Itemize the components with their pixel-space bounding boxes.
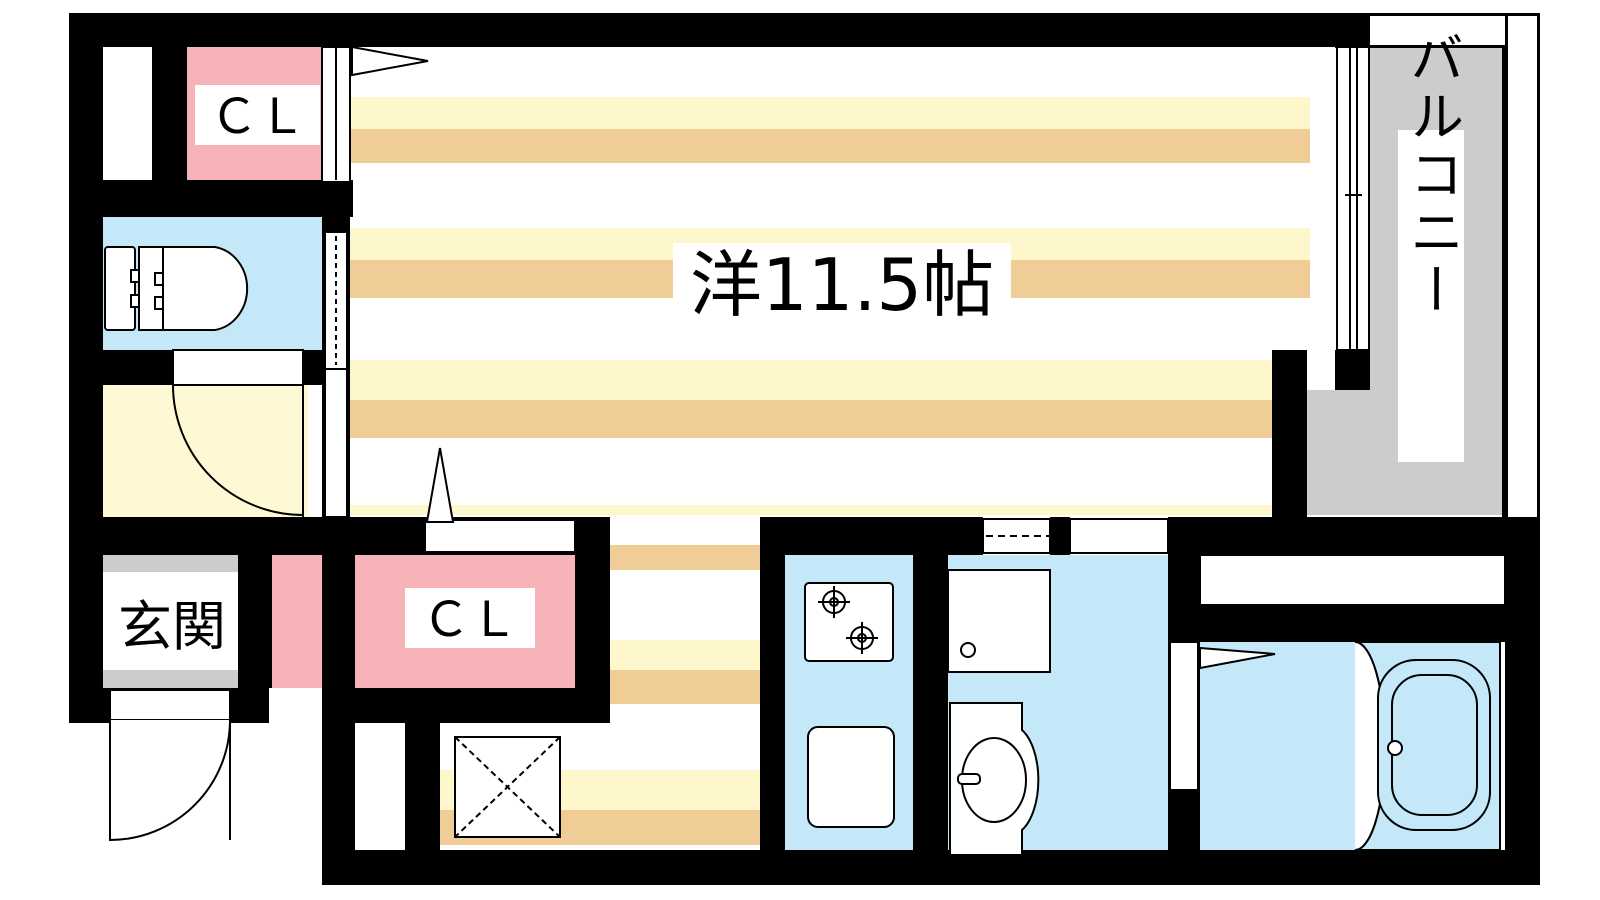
washing-machine-space-icon [947, 569, 1051, 673]
washroom-window [982, 518, 1169, 554]
storage-box-icon [454, 736, 561, 838]
bathtub-icon [1354, 641, 1501, 851]
closet-top-label: ＣＬ [210, 89, 306, 145]
main-room-label: 洋11.5帖 [690, 243, 994, 327]
bathroom-door [1169, 641, 1276, 791]
corridor-floor [440, 515, 775, 845]
stove-icon [804, 582, 894, 662]
hall-door [172, 349, 304, 517]
entrance-label: 玄関 [118, 595, 226, 658]
toilet-window [324, 231, 348, 370]
toilet-icon [104, 246, 249, 331]
balcony-area [1302, 45, 1506, 515]
closet-bottom-label: ＣＬ [422, 592, 518, 648]
entrance-door [109, 689, 231, 842]
hall-fill [103, 385, 308, 520]
closet-top-door [321, 45, 429, 183]
closet-bottom-door [424, 447, 576, 553]
kitchen-sink-icon [807, 726, 895, 828]
balcony-label: バルコニー [1401, 30, 1464, 320]
walls [69, 13, 1540, 885]
entrance-closet-fill [272, 555, 322, 688]
wash-basin-icon [949, 702, 1040, 856]
balcony-window [1336, 46, 1370, 351]
